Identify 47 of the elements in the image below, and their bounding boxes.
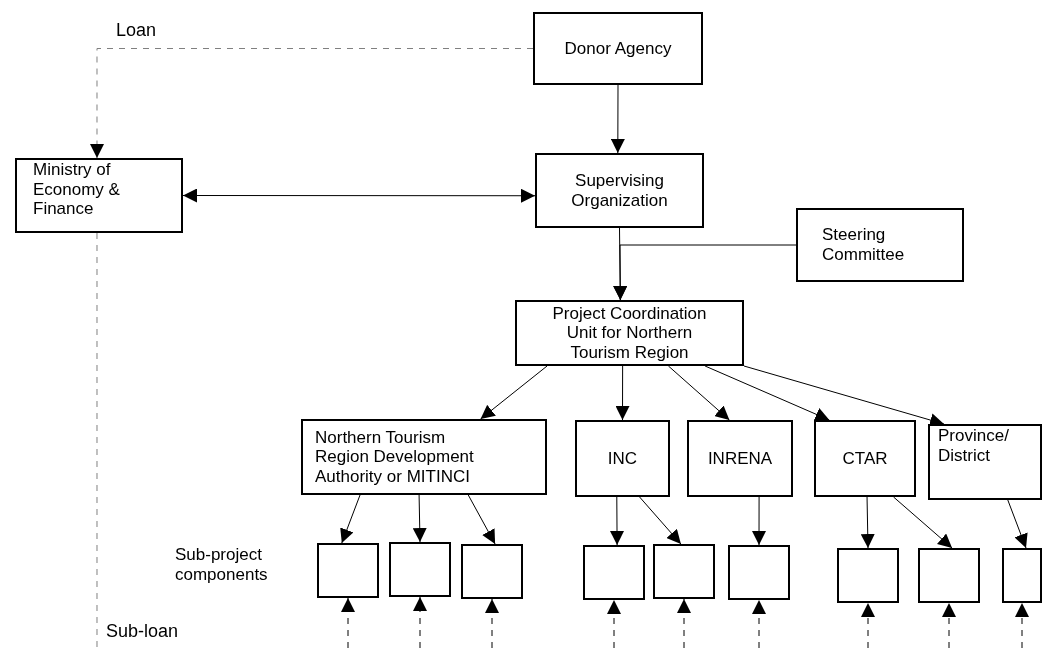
- arrow: [704, 365, 830, 421]
- dashed-arrow: [942, 602, 956, 648]
- org-box: Project Coordination Unit for Northern Tourism Region: [515, 300, 744, 366]
- dashed-arrow: [861, 602, 875, 648]
- arrow: [615, 365, 630, 421]
- row-label: Sub-project components: [175, 545, 269, 585]
- empty-box: [837, 548, 899, 603]
- arrow: [1007, 499, 1028, 549]
- dashed-arrow: [485, 598, 499, 648]
- arrow: [893, 496, 953, 549]
- empty-box: [461, 544, 523, 599]
- dashed-arrow: [1015, 602, 1029, 648]
- empty-box: [653, 544, 715, 599]
- arrow: [743, 365, 945, 427]
- org-box: Steering Committee: [796, 208, 964, 282]
- dashed-arrow: [607, 599, 621, 648]
- arrow: [860, 496, 875, 549]
- dashed-arrow: [677, 598, 691, 648]
- dashed-arrow: [90, 48, 534, 159]
- empty-box: [918, 548, 980, 603]
- empty-box: [583, 545, 645, 600]
- dashed-arrow: [413, 596, 427, 648]
- org-box: Supervising Organization: [535, 153, 704, 228]
- org-box: CTAR: [814, 420, 916, 497]
- empty-box: [728, 545, 790, 600]
- arrow: [182, 188, 536, 203]
- arrow: [480, 365, 548, 420]
- arrow: [667, 365, 730, 421]
- dashed-arrow: [752, 599, 766, 648]
- org-box: Northern Tourism Region Development Authority or MITINCI: [301, 419, 547, 495]
- arrow: [610, 84, 625, 154]
- org-box: INRENA: [687, 420, 793, 497]
- arrow: [639, 496, 682, 545]
- arrow: [752, 496, 766, 546]
- arrow: [610, 496, 624, 546]
- arrow: [613, 244, 797, 301]
- empty-box: [1002, 548, 1042, 603]
- arrow: [412, 494, 427, 543]
- org-box: Ministry of Economy & Finance: [15, 158, 183, 233]
- empty-box: [389, 542, 451, 597]
- dashed-arrow: [341, 597, 355, 648]
- arrow: [340, 494, 361, 544]
- arrow: [467, 494, 496, 545]
- empty-box: [317, 543, 379, 598]
- org-box: INC: [575, 420, 670, 497]
- org-box: Province/ District: [928, 424, 1042, 500]
- org-box: Donor Agency: [533, 12, 703, 85]
